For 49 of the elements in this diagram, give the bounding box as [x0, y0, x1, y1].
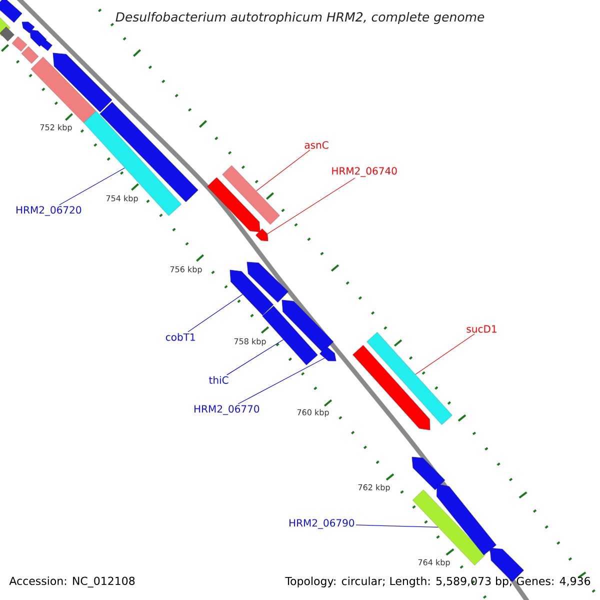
- gene-block: [256, 228, 268, 242]
- gene-block: [0, 26, 14, 42]
- gene-label: thiC: [209, 376, 228, 384]
- gene-label: cobT1: [166, 333, 195, 341]
- gene-label: HRM2_06790: [290, 519, 354, 529]
- scale-label: 756 kbp: [170, 266, 202, 274]
- leader-line: [415, 334, 475, 375]
- gene-block: [222, 165, 280, 225]
- footer-text: Topology: circular; Length: 5,589,073 bp; Genes: 4,936: [285, 576, 590, 588]
- leader-line: [356, 524, 438, 528]
- gene-label: asnC: [304, 141, 328, 149]
- leader-line: [59, 168, 126, 206]
- scale-label: 764 kbp: [418, 559, 450, 567]
- gene-block: [230, 270, 274, 316]
- gene-block: [30, 56, 96, 124]
- leader-line: [238, 358, 325, 404]
- leader-line: [256, 150, 310, 192]
- gene-label: HRM2_06770: [194, 405, 260, 415]
- gene-block: [0, 0, 22, 23]
- scale-label: 762 kbp: [358, 484, 390, 492]
- gene-label: sucD1: [466, 325, 496, 333]
- gene-block: [207, 177, 260, 232]
- gene-block: [412, 456, 446, 490]
- gene-block: [282, 300, 334, 352]
- gene-block: [412, 490, 486, 566]
- gene-block: [52, 52, 112, 112]
- scale-label: 760 kbp: [297, 409, 329, 417]
- gene-block: [22, 22, 35, 34]
- gene-block: [40, 40, 52, 51]
- scale-label: 752 kbp: [40, 124, 72, 132]
- gene-label: HRM2_06740: [332, 167, 397, 177]
- leader-line: [226, 339, 284, 376]
- gene-block: [320, 346, 336, 362]
- gene-block: [366, 332, 452, 425]
- gene-block: [436, 484, 496, 556]
- gene-block: [100, 102, 198, 202]
- gene-block: [352, 345, 430, 430]
- leader-line: [188, 294, 243, 332]
- gene-label: HRM2_06720: [16, 206, 82, 216]
- gene-block: [246, 262, 288, 303]
- footer-text: Accession: NC_012108: [9, 576, 135, 588]
- scale-label: 754 kbp: [106, 195, 138, 203]
- leader-line: [267, 178, 356, 234]
- scale-label: 758 kbp: [234, 338, 266, 346]
- gene-block: [30, 30, 47, 47]
- gene-block: [84, 111, 182, 216]
- gene-block: [12, 36, 28, 52]
- gene-block: [21, 46, 39, 64]
- title: Desulfobacterium autotrophicum HRM2, complete genome: [116, 12, 484, 24]
